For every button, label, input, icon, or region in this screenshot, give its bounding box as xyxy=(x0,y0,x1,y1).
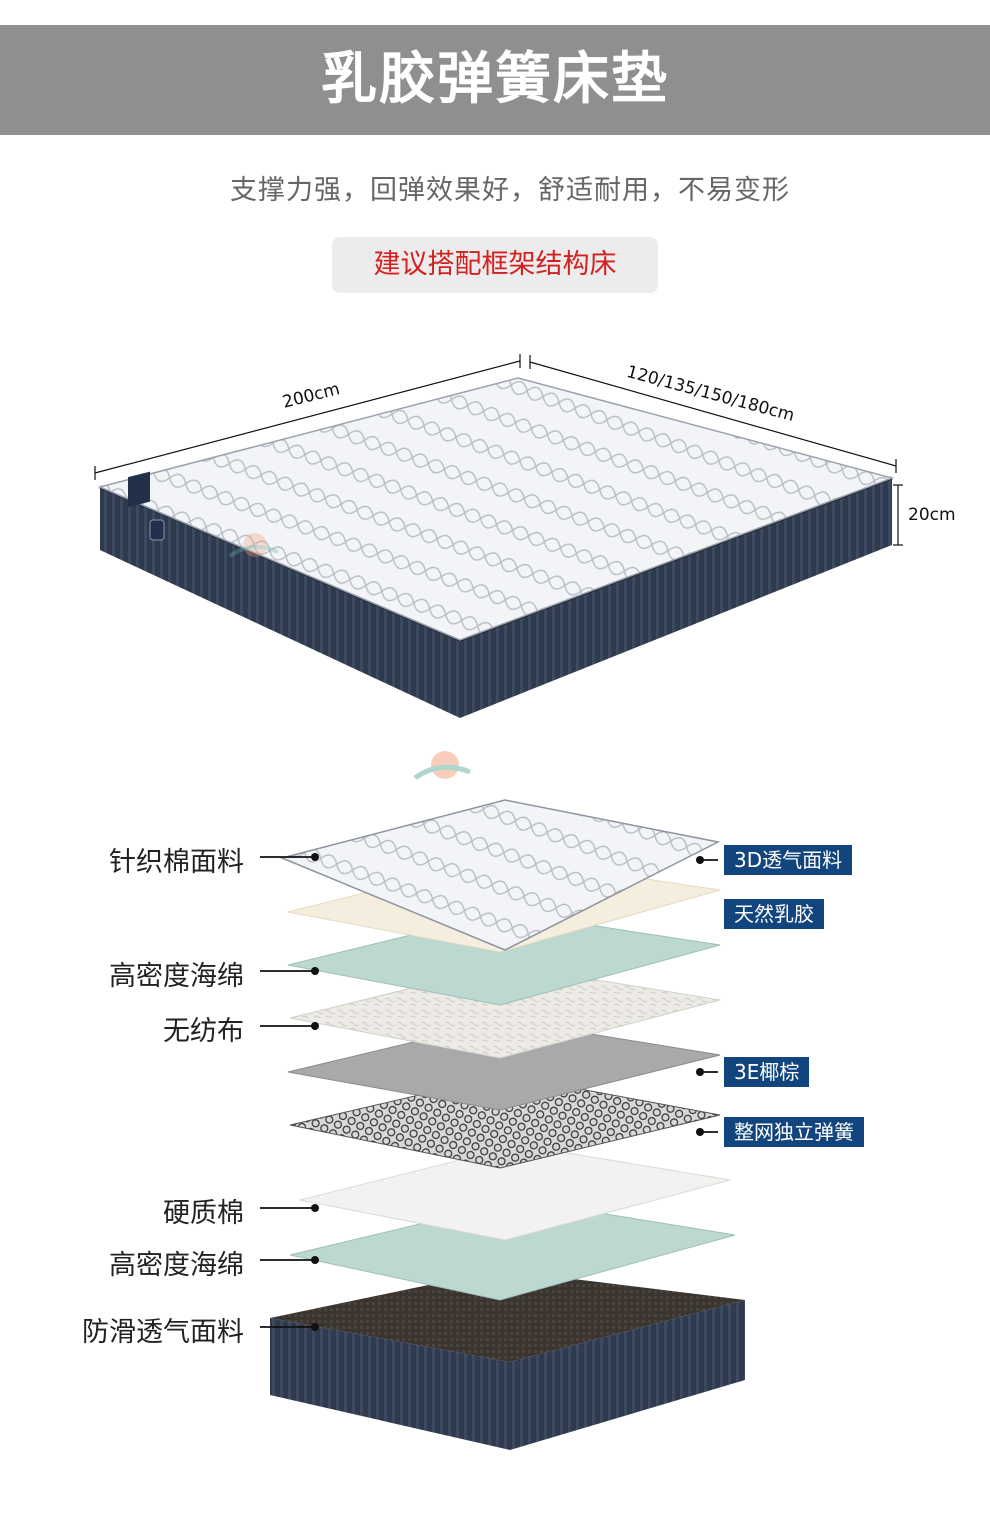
recommendation-box xyxy=(332,237,658,293)
layer-label-nonwoven: 无纺布 xyxy=(163,1016,244,1047)
tag-pocket-springs: 整网独立弹簧 xyxy=(724,1117,864,1147)
height-label: 20cm xyxy=(908,505,956,525)
watermark-logo xyxy=(228,533,471,781)
layer-label-knit-cotton: 针织棉面料 xyxy=(109,847,244,878)
subtitle: 支撑力强，回弹效果好，舒适耐用，不易变形 xyxy=(230,175,790,206)
layer-stack xyxy=(270,799,745,1450)
recommendation-text: 建议搭配框架结构床 xyxy=(373,249,617,280)
tag-coir: 3E椰棕 xyxy=(724,1057,810,1087)
title-banner xyxy=(0,25,990,135)
tag-3d-fabric: 3D透气面料 xyxy=(724,845,853,875)
layer-label-hard-cotton: 硬质棉 xyxy=(163,1198,244,1229)
layer-label-antislip-fabric: 防滑透气面料 xyxy=(82,1317,244,1348)
layer-label-hd-foam-bottom: 高密度海绵 xyxy=(109,1250,244,1281)
mattress-3d xyxy=(97,377,895,718)
tag-natural-latex: 天然乳胶 xyxy=(724,899,824,929)
layer-label-hd-foam-top: 高密度海绵 xyxy=(109,961,244,992)
page-title: 乳胶弹簧床垫 xyxy=(321,47,669,112)
dimension-lines xyxy=(94,354,903,546)
leader-lines xyxy=(260,856,718,1328)
